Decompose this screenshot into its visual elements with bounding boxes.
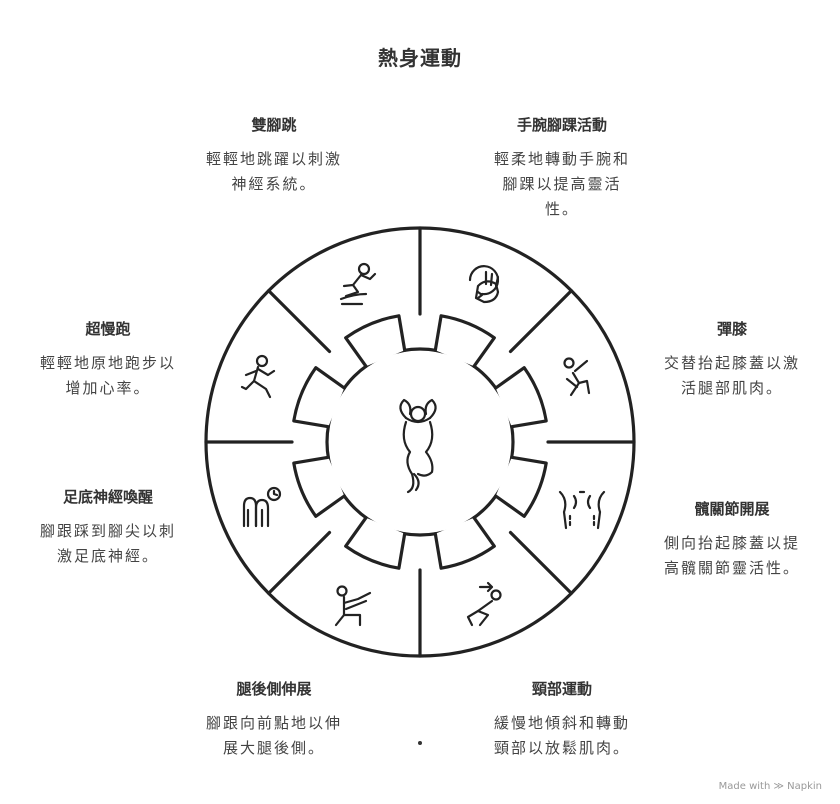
item-hamstring: 腿後側伸展 腳跟向前點地以伸展大腿後側。 (184, 678, 364, 761)
item-title: 髖關節開展 (694, 500, 770, 518)
napkin-brand: Made with ≫ Napkin (718, 781, 822, 792)
segment-divider (508, 289, 573, 354)
leg-stretch-icon (334, 585, 372, 627)
item-desc: 輕輕地跳躍以刺激神經系統。 (205, 150, 342, 193)
item-title: 手腕腳踝活動 (516, 116, 607, 134)
item-title: 雙腳跳 (251, 116, 297, 134)
item-desc: 輕輕地原地跑步以增加心率。 (39, 354, 176, 397)
segment-tab (433, 314, 496, 368)
stretching-person-icon (399, 398, 437, 494)
segment-tab (292, 455, 346, 518)
running-person-icon (240, 354, 276, 399)
segment-tab (494, 455, 548, 518)
item-foot: 足底神經喚醒 腳跟踩到腳尖以刺激足底神經。 (18, 486, 198, 569)
item-wrist-ankle: 手腕腳踝活動 輕柔地轉動手腕和腳踝以提高靈活性。 (472, 114, 652, 222)
segment-divider (267, 289, 332, 354)
inner-circle (325, 347, 515, 537)
item-slow-jog: 超慢跑 輕輕地原地跑步以增加心率。 (18, 318, 198, 401)
neck-exercise-icon (466, 581, 502, 627)
hip-muscle-icon (558, 490, 606, 530)
segment-tab (433, 516, 496, 570)
knee-lift-icon (563, 357, 591, 397)
item-neck: 頸部運動 緩慢地傾斜和轉動頸部以放鬆肌肉。 (472, 678, 652, 761)
item-title: 足底神經喚醒 (62, 488, 153, 506)
segment-tab (494, 366, 548, 429)
item-title: 彈膝 (716, 320, 747, 338)
segment-divider (508, 530, 573, 595)
item-title: 腿後側伸展 (236, 680, 312, 698)
item-knee: 彈膝 交替抬起膝蓋以激活腿部肌肉。 (642, 318, 822, 401)
item-desc: 交替抬起膝蓋以激活腿部肌肉。 (663, 354, 800, 397)
segment-tab (292, 366, 346, 429)
item-jump: 雙腳跳 輕輕地跳躍以刺激神經系統。 (184, 114, 364, 197)
item-desc: 緩慢地傾斜和轉動頸部以放鬆肌肉。 (493, 714, 630, 757)
item-desc: 輕柔地轉動手腕和腳踝以提高靈活性。 (493, 150, 630, 218)
hand-rotation-icon (468, 265, 500, 304)
diagram-title: 熱身運動 (378, 46, 462, 70)
segment-divider (267, 530, 332, 595)
item-title: 頸部運動 (531, 680, 592, 698)
item-desc: 腳跟踩到腳尖以刺激足底神經。 (39, 522, 176, 565)
segment-tab (344, 516, 407, 570)
foot-nerve-icon (242, 486, 282, 528)
jumping-person-icon (339, 262, 377, 306)
item-desc: 腳跟向前點地以伸展大腿後側。 (205, 714, 342, 757)
item-hip: 髖關節開展 側向抬起膝蓋以提高髖關節靈活性。 (642, 498, 822, 581)
segment-tab (344, 314, 407, 368)
item-desc: 側向抬起膝蓋以提高髖關節靈活性。 (663, 534, 800, 577)
decorative-dot (418, 741, 422, 745)
item-title: 超慢跑 (85, 320, 131, 338)
